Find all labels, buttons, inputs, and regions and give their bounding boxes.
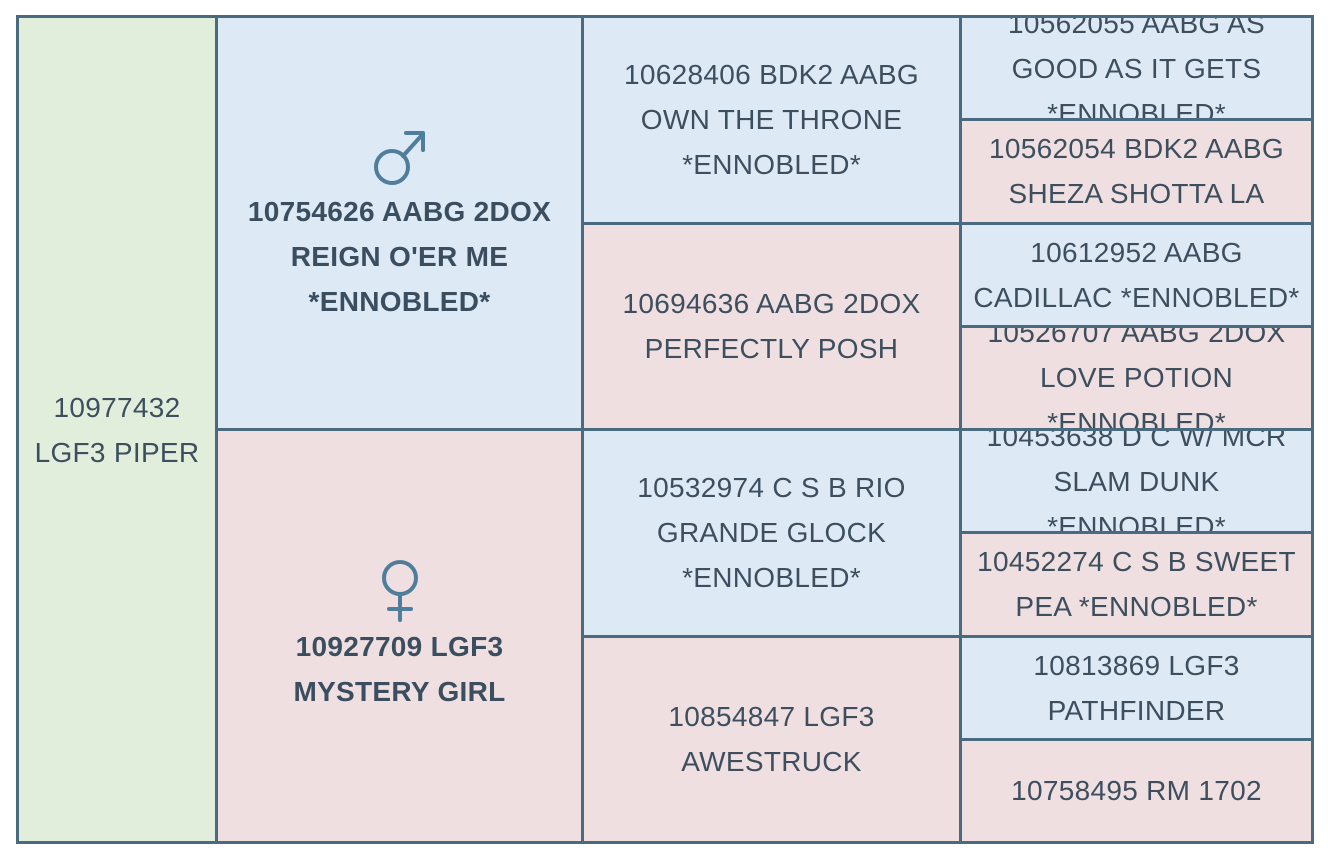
granddam-paternal-cell[interactable]: 10694636 AABG 2DOX PERFECTLY POSH	[584, 224, 959, 428]
granddam-maternal-cell[interactable]: 10854847 LGF3 AWESTRUCK	[584, 637, 959, 841]
grandsire-paternal-cell[interactable]: 10628406 BDK2 AABG OWN THE THRONE *ENNOB…	[584, 18, 959, 222]
great-grandparent-cell[interactable]: 10526707 AABG 2DOX LOVE POTION *ENNOBLED…	[962, 327, 1311, 428]
great-grandparent-name: 10612952 AABG CADILLAC *ENNOBLED*	[973, 236, 1300, 313]
grandparent-name: 10854847 LGF3 AWESTRUCK	[668, 701, 875, 778]
great-grandparent-name: 10453638 D C W/ MCR SLAM DUNK *ENNOBLED*	[986, 431, 1287, 532]
pedigree-table: 10977432 LGF3 PIPER 10754626 AABG 2DOX R…	[16, 15, 1314, 844]
great-grandparent-cell[interactable]: 10612952 AABG CADILLAC *ENNOBLED*	[962, 224, 1311, 325]
dam-cell[interactable]: 10927709 LGF3 MYSTERY GIRL	[218, 431, 581, 841]
sire-name: 10754626 AABG 2DOX REIGN O'ER ME *ENNOBL…	[247, 195, 552, 317]
grandparent-name: 10694636 AABG 2DOX PERFECTLY POSH	[622, 288, 921, 365]
female-symbol-icon	[381, 560, 418, 622]
great-grandparent-name: 10452274 C S B SWEET PEA *ENNOBLED*	[977, 546, 1296, 623]
dam-name: 10927709 LGF3 MYSTERY GIRL	[293, 631, 506, 707]
grandparent-name: 10628406 BDK2 AABG OWN THE THRONE *ENNOB…	[624, 59, 919, 181]
grandparent-name: 10532974 C S B RIO GRANDE GLOCK *ENNOBLE…	[637, 472, 906, 594]
great-grandparent-name: 10813869 LGF3 PATHFINDER	[1033, 649, 1240, 726]
great-grandparent-name: 10562054 BDK2 AABG SHEZA SHOTTA LA	[989, 133, 1284, 210]
grandsire-maternal-cell[interactable]: 10532974 C S B RIO GRANDE GLOCK *ENNOBLE…	[584, 431, 959, 635]
great-grandparent-cell[interactable]: 10562055 AABG AS GOOD AS IT GETS *ENNOBL…	[962, 18, 1311, 119]
subject-name: 10977432 LGF3 PIPER	[34, 391, 200, 468]
great-grandparent-name: 10526707 AABG 2DOX LOVE POTION *ENNOBLED…	[987, 327, 1286, 428]
sire-cell[interactable]: 10754626 AABG 2DOX REIGN O'ER ME *ENNOBL…	[218, 18, 581, 428]
great-grandparent-name: 10562055 AABG AS GOOD AS IT GETS *ENNOBL…	[1007, 18, 1265, 119]
great-grandparent-cell[interactable]: 10758495 RM 1702	[962, 740, 1311, 841]
subject-cell: 10977432 LGF3 PIPER	[19, 18, 215, 841]
great-grandparent-name: 10758495 RM 1702	[1011, 775, 1262, 807]
great-grandparent-cell[interactable]: 10562054 BDK2 AABG SHEZA SHOTTA LA	[962, 121, 1311, 222]
male-symbol-icon	[373, 130, 425, 185]
great-grandparent-cell[interactable]: 10453638 D C W/ MCR SLAM DUNK *ENNOBLED*	[962, 431, 1311, 532]
great-grandparent-cell[interactable]: 10452274 C S B SWEET PEA *ENNOBLED*	[962, 534, 1311, 635]
great-grandparent-cell[interactable]: 10813869 LGF3 PATHFINDER	[962, 637, 1311, 738]
